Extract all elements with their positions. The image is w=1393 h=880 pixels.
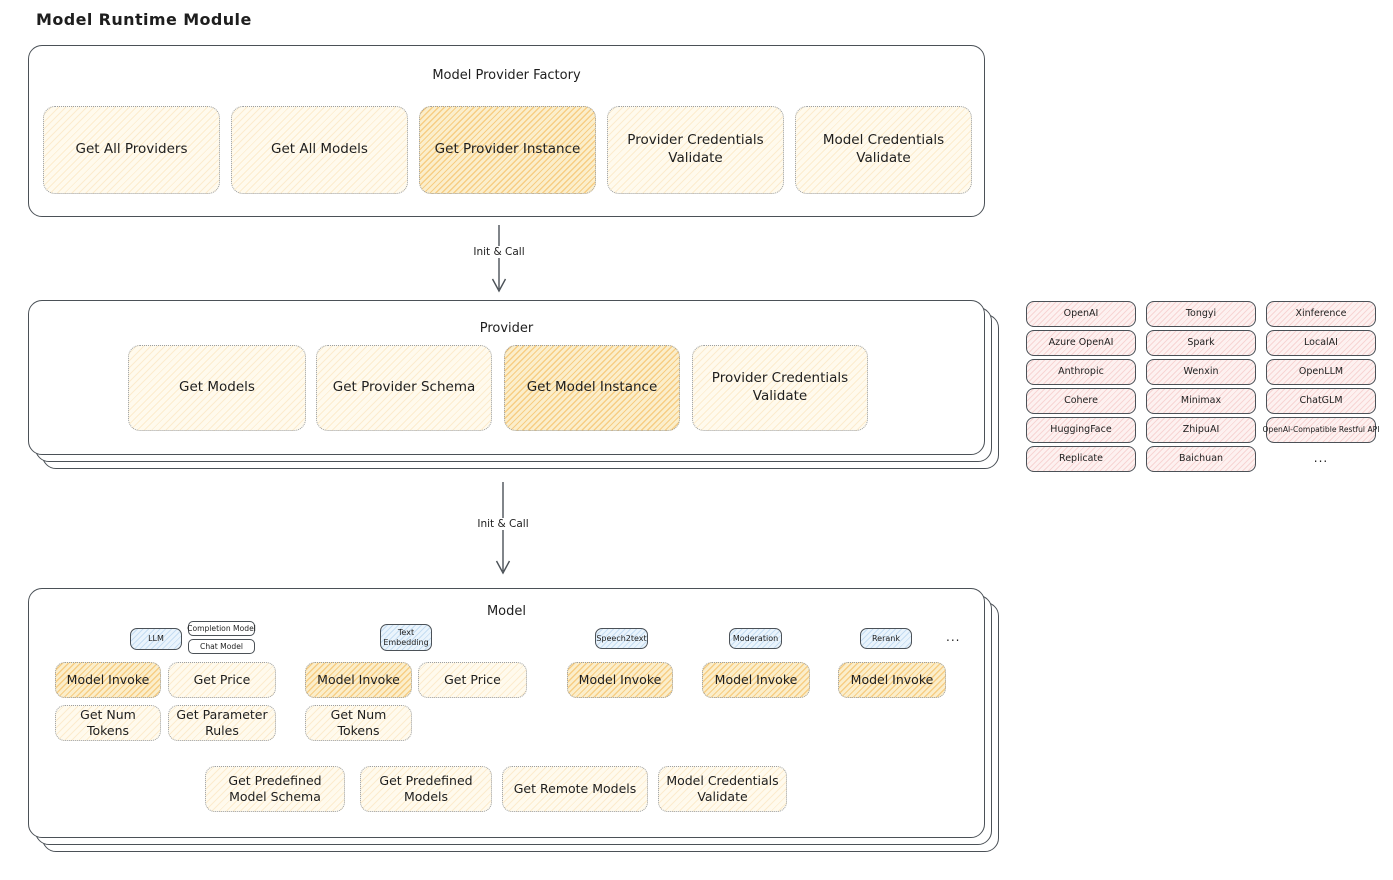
provider-chip-xinference: Xinference — [1266, 301, 1376, 327]
model-fn-get-num-tokens: Get Num Tokens — [305, 705, 412, 741]
model-type-tag-rerank: Rerank — [860, 628, 912, 649]
provider-chip-cohere: Cohere — [1026, 388, 1136, 414]
factory-box-provider-credentials-validate: Provider Credentials Validate — [607, 106, 784, 194]
provider-chip-openai: OpenAI — [1026, 301, 1136, 327]
model-fn-model-invoke: Model Invoke — [702, 662, 810, 698]
provider-chip-wenxin: Wenxin — [1146, 359, 1256, 385]
model-title: Model — [486, 604, 527, 619]
provider-box-provider-credentials-validate: Provider Credentials Validate — [692, 345, 868, 431]
model-fn-get-predefined-model-schema: Get Predefined Model Schema — [205, 766, 345, 812]
provider-box-get-models: Get Models — [128, 345, 306, 431]
provider-chip-azure-openai: Azure OpenAI — [1026, 330, 1136, 356]
provider-chip-zhipuai: ZhipuAI — [1146, 417, 1256, 443]
model-fn-get-num-tokens: Get Num Tokens — [55, 705, 161, 741]
model-type-tag-completion-model: Completion Model — [187, 621, 256, 636]
provider-chip-anthropic: Anthropic — [1026, 359, 1136, 385]
provider-chip-openai-compatible-restful-api: OpenAI-Compatible Restful API — [1263, 417, 1379, 443]
model-fn-model-invoke: Model Invoke — [567, 662, 673, 698]
provider-chip-minimax: Minimax — [1146, 388, 1256, 414]
factory-box-get-provider-instance: Get Provider Instance — [419, 106, 596, 194]
provider-chip-spark: Spark — [1146, 330, 1256, 356]
model-fn-model-invoke: Model Invoke — [305, 662, 412, 698]
provider-chip-replicate: Replicate — [1026, 446, 1136, 472]
provider-chip-chatglm: ChatGLM — [1266, 388, 1376, 414]
model-fn-get-remote-models: Get Remote Models — [502, 766, 648, 812]
factory-box-get-all-models: Get All Models — [231, 106, 408, 194]
provider-chip-localai: LocalAI — [1266, 330, 1376, 356]
init-call-label-2: Init & Call — [472, 518, 534, 530]
model-type-tag-chat-model: Chat Model — [188, 639, 255, 654]
provider-chip-baichuan: Baichuan — [1146, 446, 1256, 472]
provider-title: Provider — [479, 321, 534, 336]
model-type-tag-speech2text: Speech2text — [595, 628, 648, 649]
model-fn-get-price: Get Price — [418, 662, 527, 698]
provider-box-get-model-instance: Get Model Instance — [504, 345, 680, 431]
provider-chip-huggingface: HuggingFace — [1026, 417, 1136, 443]
page-title: Model Runtime Module — [36, 10, 252, 29]
model-fn-model-invoke: Model Invoke — [55, 662, 161, 698]
model-fn-get-price: Get Price — [168, 662, 276, 698]
arrow-head-icon — [491, 278, 507, 293]
model-type-tag-llm: LLM — [130, 628, 182, 650]
model-fn-model-invoke: Model Invoke — [838, 662, 946, 698]
provider-list-ellipsis: ... — [1313, 451, 1329, 466]
factory-box-model-credentials-validate: Model Credentials Validate — [795, 106, 972, 194]
provider-chip-tongyi: Tongyi — [1146, 301, 1256, 327]
provider-box-get-provider-schema: Get Provider Schema — [316, 345, 492, 431]
model-fn-model-credentials-validate: Model Credentials Validate — [658, 766, 787, 812]
factory-title: Model Provider Factory — [432, 68, 581, 83]
provider-chip-openllm: OpenLLM — [1266, 359, 1376, 385]
arrow-head-icon — [495, 560, 511, 575]
model-type-tag-text-embedding: Text Embedding — [380, 624, 432, 651]
model-fn-get-parameter-rules: Get Parameter Rules — [168, 705, 276, 741]
model-types-ellipsis: ... — [946, 630, 961, 644]
model-fn-get-predefined-models: Get Predefined Models — [360, 766, 492, 812]
factory-box-get-all-providers: Get All Providers — [43, 106, 220, 194]
init-call-label-1: Init & Call — [468, 246, 530, 258]
model-type-tag-moderation: Moderation — [729, 628, 782, 649]
